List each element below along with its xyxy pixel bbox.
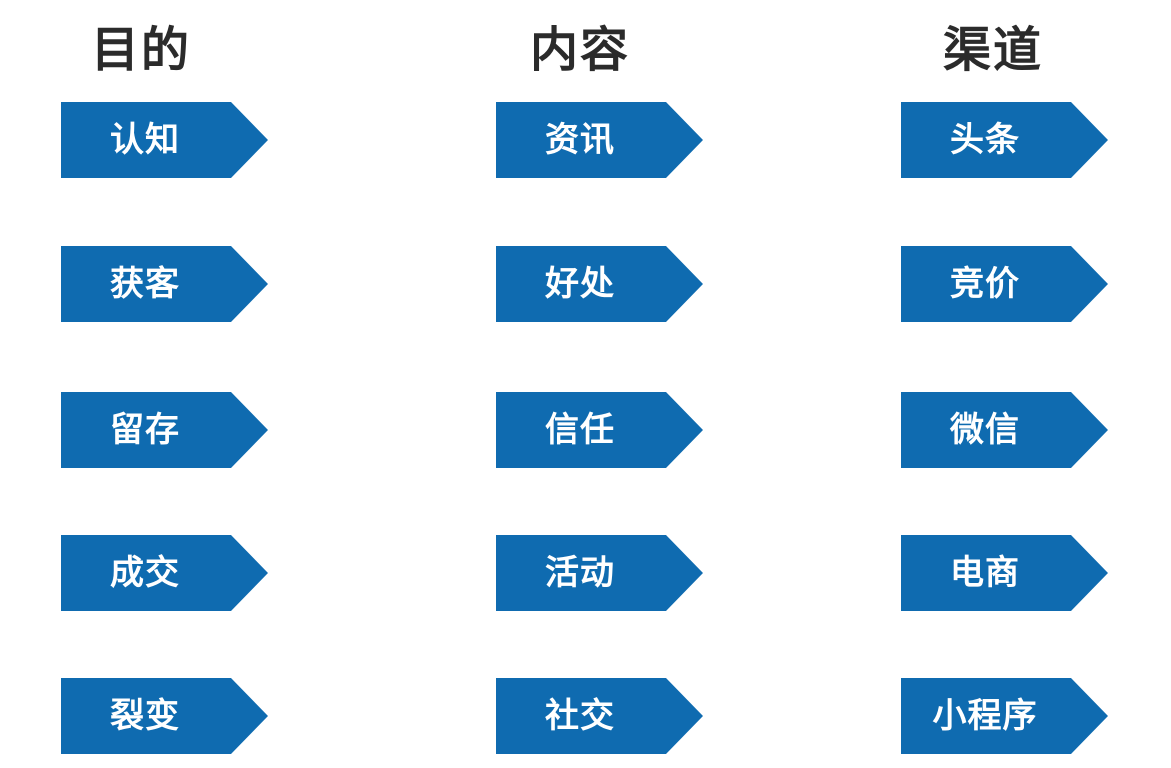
arrow-shape: 活动 [496, 535, 703, 611]
arrow-icon [61, 246, 268, 322]
arrow-shape: 小程序 [901, 678, 1108, 754]
arrow-label: 信任 [545, 410, 615, 450]
arrow-icon [496, 392, 703, 468]
arrow-shape: 好处 [496, 246, 703, 322]
arrow-icon [61, 392, 268, 468]
arrow-icon [496, 535, 703, 611]
arrow-shape: 电商 [901, 535, 1108, 611]
arrow-label: 社交 [545, 696, 615, 736]
arrow-shape: 信任 [496, 392, 703, 468]
arrow-icon [901, 246, 1108, 322]
arrow-icon [901, 678, 1108, 754]
arrow-shape: 留存 [61, 392, 268, 468]
arrow-label: 竞价 [950, 264, 1020, 304]
arrow-label: 小程序 [932, 696, 1038, 736]
arrow-label: 获客 [110, 264, 180, 304]
arrow-label: 活动 [545, 553, 615, 593]
arrow-icon [901, 392, 1108, 468]
arrow-shape: 认知 [61, 102, 268, 178]
column-title: 内容 [530, 22, 631, 78]
arrow-shape: 头条 [901, 102, 1108, 178]
arrow-label: 认知 [110, 120, 180, 160]
arrow-label: 好处 [545, 264, 615, 304]
arrow-icon [61, 535, 268, 611]
arrow-label: 电商 [950, 553, 1020, 593]
arrow-label: 留存 [110, 410, 180, 450]
arrow-icon [61, 678, 268, 754]
column-title: 渠道 [943, 22, 1044, 78]
arrow-icon [901, 535, 1108, 611]
arrow-shape: 资讯 [496, 102, 703, 178]
column-title: 目的 [91, 22, 192, 78]
arrow-shape: 裂变 [61, 678, 268, 754]
arrow-shape: 竞价 [901, 246, 1108, 322]
arrow-label: 裂变 [110, 696, 180, 736]
arrow-label: 微信 [950, 410, 1020, 450]
arrow-icon [61, 102, 268, 178]
arrow-shape: 成交 [61, 535, 268, 611]
arrow-icon [496, 246, 703, 322]
arrow-shape: 微信 [901, 392, 1108, 468]
arrow-label: 成交 [110, 553, 180, 593]
arrow-icon [496, 102, 703, 178]
arrow-label: 头条 [950, 120, 1020, 160]
arrow-shape: 获客 [61, 246, 268, 322]
arrow-icon [496, 678, 703, 754]
arrow-shape: 社交 [496, 678, 703, 754]
arrow-icon [901, 102, 1108, 178]
arrow-label: 资讯 [545, 120, 615, 160]
